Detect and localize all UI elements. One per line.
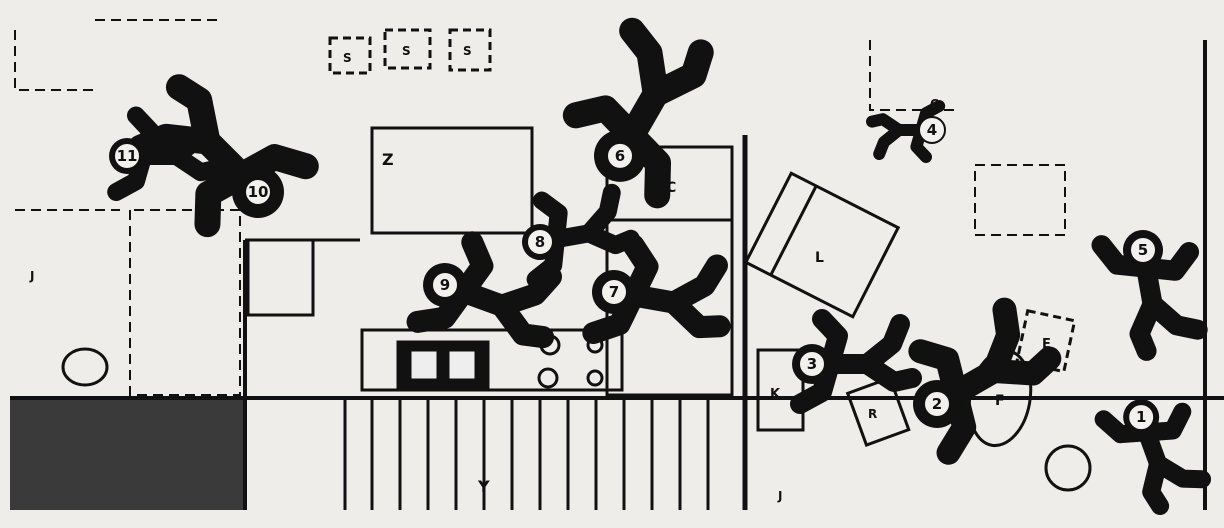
victim-figure — [1094, 399, 1212, 515]
label-floor-y: Y — [477, 477, 490, 496]
victim-number: 10 — [248, 183, 269, 201]
body-limb — [532, 191, 568, 249]
victim: 8 — [521, 183, 640, 289]
body-limb — [579, 183, 621, 243]
body-limb — [619, 17, 669, 107]
body-limb — [452, 231, 494, 303]
body-limb — [167, 110, 216, 166]
label-cabinet-r: R — [868, 407, 877, 421]
victim-number: 4 — [927, 121, 937, 139]
victim-number-badge — [1127, 403, 1156, 432]
shelf — [383, 28, 432, 70]
victim-number: 1 — [1136, 408, 1146, 426]
victim-number: 11 — [117, 147, 138, 165]
victim: 6 — [562, 17, 714, 209]
body-limb — [812, 309, 848, 374]
body-limb — [1149, 454, 1212, 489]
stove — [246, 238, 315, 317]
victim-number-badge — [798, 350, 826, 378]
chair — [845, 376, 911, 447]
victim: 3 — [790, 309, 922, 414]
victim-number: 8 — [535, 233, 545, 251]
victim-number-badge — [600, 278, 628, 306]
victim-number: 2 — [932, 395, 942, 413]
body-limb — [194, 162, 255, 238]
label-bed: L — [815, 250, 824, 266]
body-limb — [1129, 294, 1163, 361]
victim: 9 — [406, 231, 563, 349]
label-desk-z: Z — [382, 150, 394, 169]
toilet — [61, 347, 109, 387]
body-limb — [857, 354, 922, 392]
body-limb — [490, 265, 563, 317]
desk — [370, 126, 534, 235]
label-chair-k: K — [770, 387, 781, 402]
body-limb — [1136, 242, 1200, 281]
body-limb — [662, 291, 731, 339]
victim-number-badge — [526, 228, 554, 256]
victim-number: 6 — [615, 147, 625, 165]
label-shelf-3: S — [463, 44, 472, 58]
body-limb — [1142, 454, 1170, 515]
sink-basin — [446, 348, 478, 382]
body-limb — [908, 339, 968, 406]
victim-number-badge — [918, 116, 946, 144]
label-shelf-1: S — [343, 51, 352, 65]
hatched-floor — [10, 398, 245, 510]
body-limb — [1142, 294, 1208, 340]
body-limb — [579, 224, 640, 255]
victim-number: 7 — [609, 283, 619, 301]
victim: 7 — [582, 234, 731, 345]
label-wall-j2: J — [777, 489, 782, 503]
body-limb — [127, 106, 160, 166]
victim-number-badge — [923, 390, 951, 418]
body-limb — [622, 234, 659, 307]
bed — [743, 171, 901, 319]
body-limb — [865, 113, 905, 137]
label-counter: C — [666, 180, 676, 196]
victim: 4 — [865, 99, 946, 164]
body-limb — [873, 123, 905, 161]
victim-number-badge — [606, 141, 634, 170]
body-limb — [642, 39, 714, 107]
label-shelf-2: S — [402, 44, 411, 58]
sink-round — [1044, 444, 1092, 492]
cabinet — [756, 348, 805, 432]
victim-figure — [562, 17, 714, 209]
victim: 11 — [107, 106, 227, 202]
label-wall-j: J — [29, 269, 34, 283]
shelf — [328, 36, 372, 75]
label-chair-e: E — [1042, 337, 1051, 352]
victim: 2 — [908, 297, 1062, 465]
victim-number-badge — [244, 178, 272, 206]
body-limb — [982, 297, 1021, 383]
body-limb — [662, 254, 728, 314]
victim: 1 — [1094, 399, 1212, 515]
victim-figures: 1 2 3 4 5 6 7 8 9 10 11 — [107, 17, 1212, 515]
body-limb — [167, 146, 227, 182]
victim-number: 3 — [807, 355, 817, 373]
victim-number-badge — [1129, 236, 1157, 264]
victim-figure — [1091, 230, 1208, 361]
label-table: F — [995, 393, 1005, 409]
victim-number-badge — [113, 142, 141, 170]
victim-number: 9 — [440, 276, 450, 294]
victim: 5 — [1091, 230, 1208, 361]
shelf — [448, 28, 492, 72]
victim-figure — [582, 234, 731, 345]
body-limb — [857, 314, 910, 374]
body-limb — [982, 346, 1062, 386]
victim-number: 5 — [1138, 241, 1148, 259]
body-limb — [490, 294, 555, 349]
sink-counter — [360, 328, 624, 392]
body-limb — [562, 95, 645, 149]
walls — [10, 19, 1224, 510]
stairs — [343, 400, 710, 510]
sink-basin — [408, 348, 440, 382]
body-limb — [1137, 402, 1192, 442]
victim-number-badge — [431, 271, 459, 299]
